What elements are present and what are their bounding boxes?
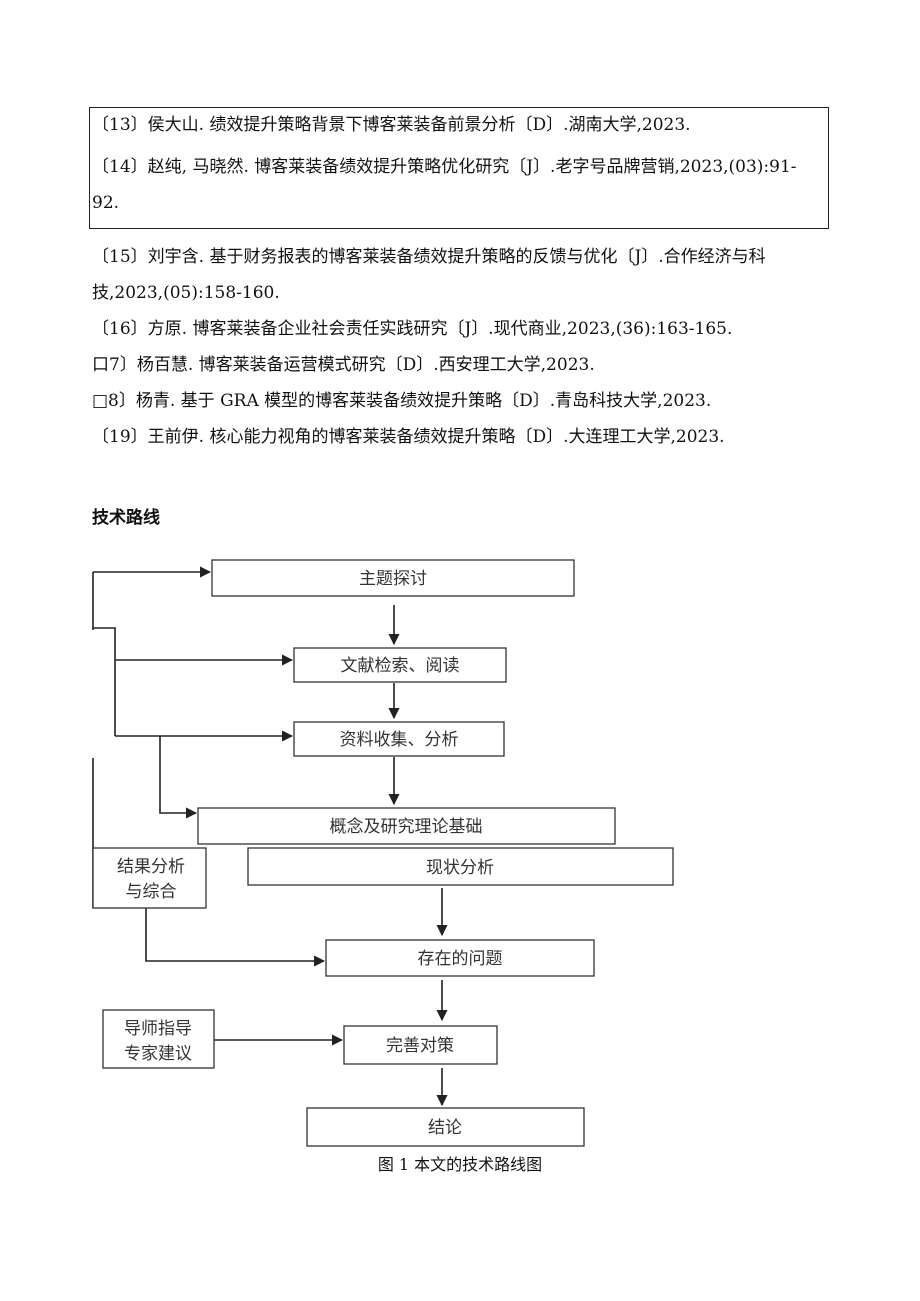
left-bracket-line <box>93 627 116 736</box>
label-results-line1: 结果分析 <box>117 857 185 877</box>
box-status <box>247 847 674 886</box>
label-concepts: 概念及研究理论基础 <box>330 816 483 837</box>
arrow-results-to-problems <box>145 908 326 967</box>
reference-13: 〔13〕侯大山. 绩效提升策略背景下博客莱装备前景分析〔D〕.湖南大学,2023… <box>92 115 691 135</box>
reference-17: 口7〕杨百慧. 博客莱装备运营模式研究〔D〕.西安理工大学,2023. <box>92 355 595 375</box>
reference-14: 〔14〕赵纯, 马晓然. 博客莱装备绩效提升策略优化研究〔J〕.老字号品牌营销,… <box>92 157 797 177</box>
reference-18: □8〕杨青. 基于 GRA 模型的博客莱装备绩效提升策略〔D〕.青岛科技大学,2… <box>92 391 712 411</box>
reference-15-continued: 技,2023,(05):158-160. <box>92 283 280 303</box>
label-topic: 主题探讨 <box>359 569 427 589</box>
label-problems: 存在的问题 <box>418 949 503 969</box>
box-topic <box>211 559 575 597</box>
reference-15: 〔15〕刘宇含. 基于财务报表的博客莱装备绩效提升策略的反馈与优化〔J〕.合作经… <box>92 247 766 267</box>
section-heading: 技术路线 <box>92 508 160 528</box>
box-results <box>92 847 207 909</box>
box-conclusion <box>306 1107 585 1147</box>
box-advisor <box>102 1009 215 1069</box>
label-results-line2: 与综合 <box>126 882 177 902</box>
reference-16: 〔16〕方原. 博客莱装备企业社会责任实践研究〔J〕.现代商业,2023,(36… <box>92 319 733 339</box>
label-advisor-line1: 导师指导 <box>124 1019 192 1039</box>
reference-19: 〔19〕王前伊. 核心能力视角的博客莱装备绩效提升策略〔D〕.大连理工大学,20… <box>92 427 725 447</box>
box-concepts <box>197 807 616 845</box>
arrow-to-concepts <box>159 736 198 819</box>
highlighted-references-box <box>89 107 829 229</box>
box-problems <box>325 939 595 977</box>
label-collection: 资料收集、分析 <box>340 730 459 750</box>
label-advisor-line2: 专家建议 <box>124 1044 192 1064</box>
label-status: 现状分析 <box>426 858 494 878</box>
box-collection <box>293 721 505 757</box>
label-measures: 完善对策 <box>386 1036 454 1056</box>
box-measures <box>343 1025 498 1065</box>
label-conclusion: 结论 <box>428 1118 462 1138</box>
reference-14-continued: 92. <box>92 193 120 213</box>
box-literature <box>293 647 507 683</box>
figure-caption: 图 1 本文的技术路线图 <box>377 1155 543 1174</box>
label-literature: 文献检索、阅读 <box>341 656 460 676</box>
